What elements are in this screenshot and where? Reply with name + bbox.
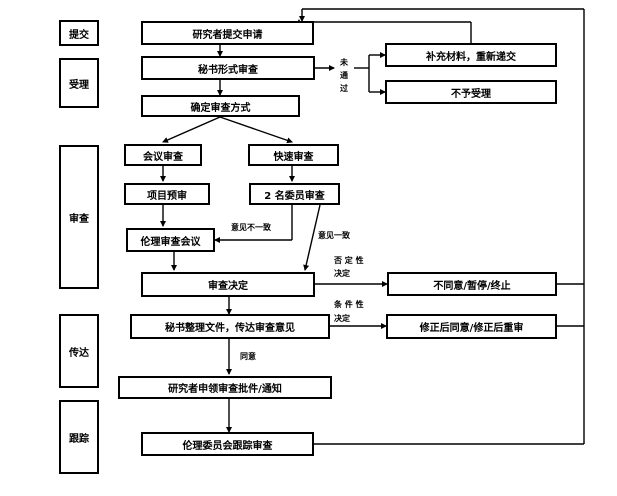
node-tracking-review: 伦理委员会跟踪审查 — [141, 432, 314, 456]
node-meeting-review: 会议审查 — [124, 144, 202, 166]
node-ethics-meeting: 伦理审查会议 — [126, 228, 215, 252]
node-apply: 研究者提交申请 — [141, 21, 314, 45]
node-project-prereview: 项目预审 — [124, 183, 210, 205]
label-not-pass-char: 通 — [340, 71, 348, 80]
node-two-member-review: 2 名委员审查 — [249, 183, 340, 205]
node-fast-review: 快速审查 — [248, 144, 339, 166]
node-supplement: 补充材料，重新递交 — [385, 43, 557, 67]
label-opinion-differ: 意见不一致 — [231, 223, 271, 232]
node-secretary-arrange: 秘书整理文件，传达审查意见 — [130, 314, 330, 339]
node-review-decision: 审查决定 — [141, 272, 315, 297]
label-negative-decision-2: 决定 — [334, 269, 350, 278]
label-not-pass-char: 过 — [340, 84, 348, 93]
node-receive-approval: 研究者申领审查批件/通知 — [118, 376, 332, 399]
node-modify-agree: 修正后同意/修正后重审 — [386, 314, 557, 339]
label-opinion-agree: 意见一致 — [318, 231, 350, 240]
stage-transmit: 传达 — [59, 314, 99, 388]
node-disagree: 不同意/暂停/终止 — [387, 272, 557, 296]
stage-accept: 受理 — [59, 58, 99, 108]
label-agree: 同意 — [240, 352, 256, 361]
label-conditional-decision-1: 条 件 性 — [334, 300, 364, 309]
label-negative-decision-1: 否 定 性 — [334, 256, 364, 265]
node-decide-method: 确定审查方式 — [141, 95, 300, 117]
node-formal-check: 秘书形式审查 — [141, 56, 315, 80]
node-reject: 不予受理 — [385, 80, 557, 104]
label-conditional-decision-2: 决定 — [334, 314, 350, 323]
stage-review: 审查 — [59, 145, 99, 289]
label-not-pass-char: 未 — [340, 58, 348, 67]
stage-submit: 提交 — [59, 20, 99, 46]
stage-track: 跟踪 — [59, 400, 99, 474]
label-not-pass: 未 通 过 — [338, 56, 350, 95]
